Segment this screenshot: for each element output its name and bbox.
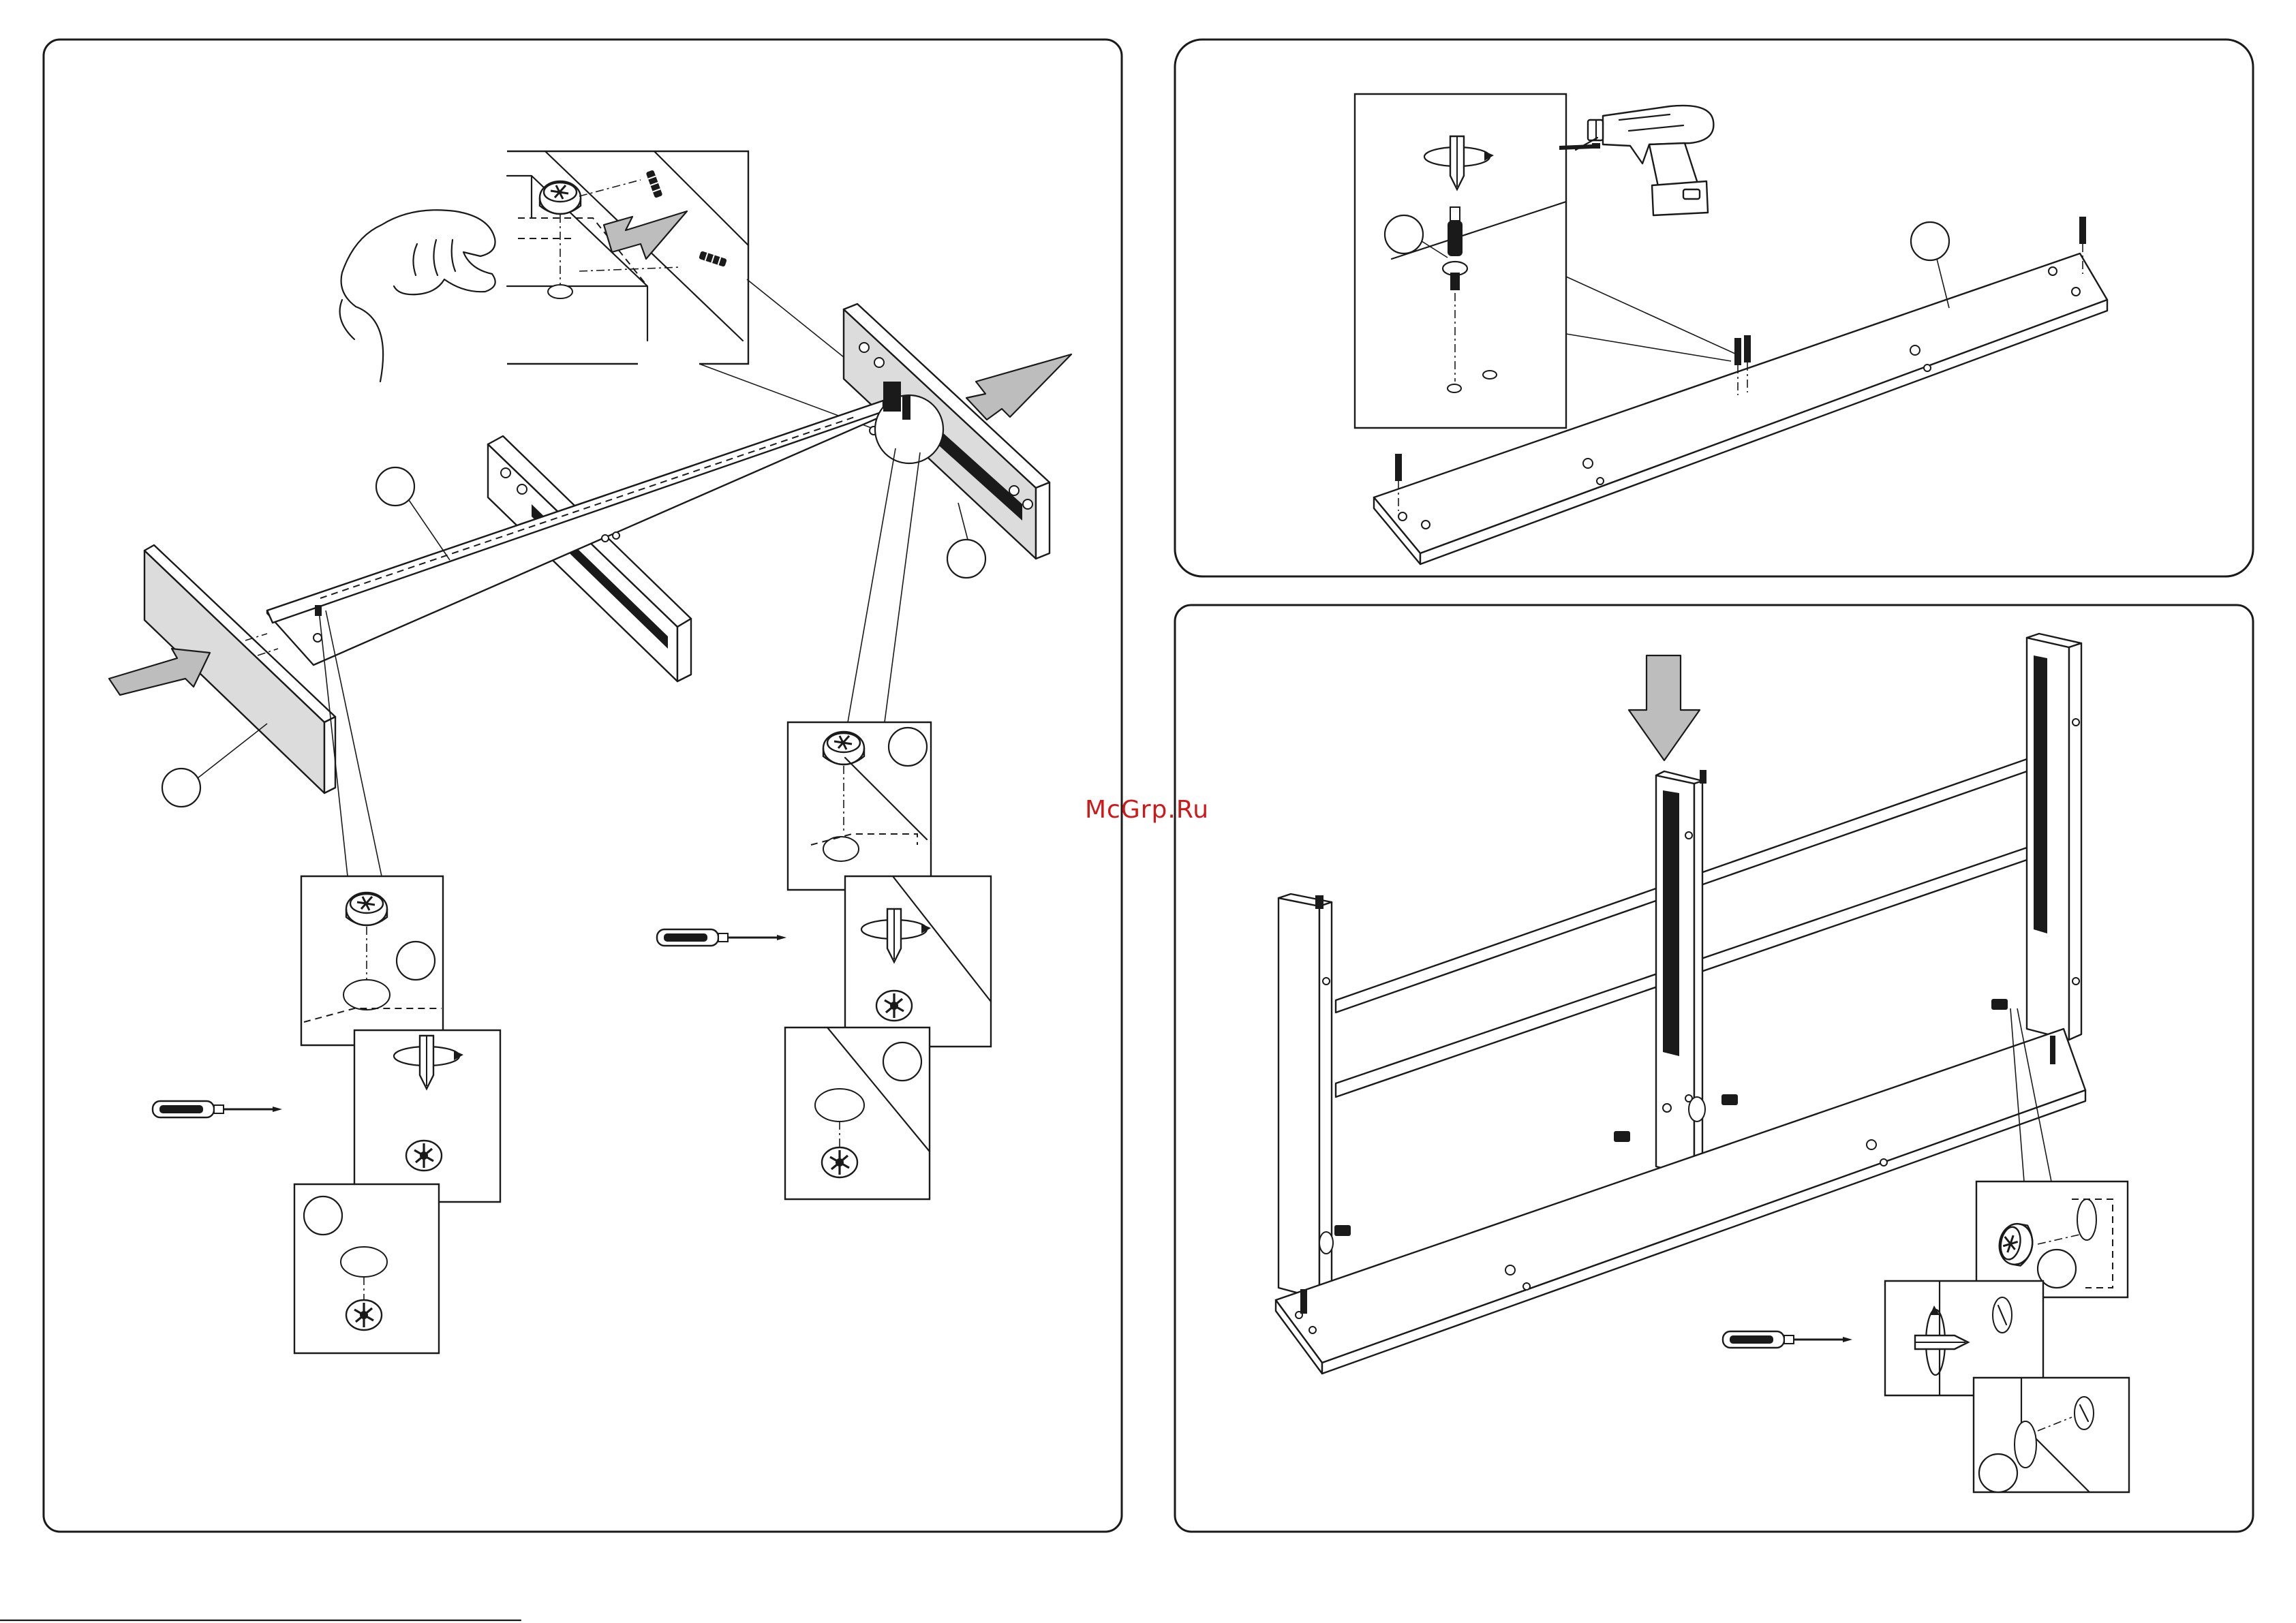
part-number-circle bbox=[883, 1042, 921, 1081]
watermark-text: McGrp.Ru bbox=[1085, 796, 1209, 824]
part-number-circle bbox=[304, 1196, 342, 1235]
part-number-circle bbox=[1911, 222, 1949, 260]
part-number-circle bbox=[162, 769, 200, 807]
part-number-circle bbox=[397, 942, 435, 980]
part-number-circle bbox=[1979, 1454, 2017, 1492]
panel-left bbox=[44, 40, 1122, 1532]
part-number-circle bbox=[376, 467, 414, 506]
part-number-circle bbox=[1385, 215, 1423, 253]
end-panel-left bbox=[1279, 898, 1319, 1299]
end-panel-right bbox=[2027, 638, 2069, 1040]
part-number-circle bbox=[889, 728, 927, 766]
part-number-circle bbox=[947, 540, 985, 578]
